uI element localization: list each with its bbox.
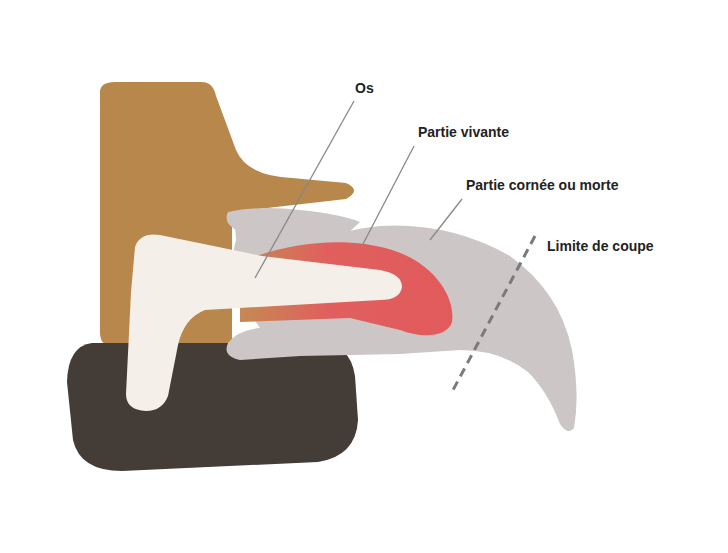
part-label: Limite de coupe: [547, 238, 654, 255]
part-label: Os: [355, 80, 374, 97]
cut-limit-line: [452, 236, 535, 392]
paw-pad: [67, 343, 358, 471]
leader-line: [430, 199, 462, 240]
claw-top-edge: [227, 208, 361, 236]
part-label: Partie cornée ou morte: [466, 177, 619, 194]
part-label: Partie vivante: [418, 124, 509, 141]
leader-line: [362, 146, 414, 246]
leader-line: [255, 101, 354, 278]
claw-horn: [227, 210, 577, 431]
